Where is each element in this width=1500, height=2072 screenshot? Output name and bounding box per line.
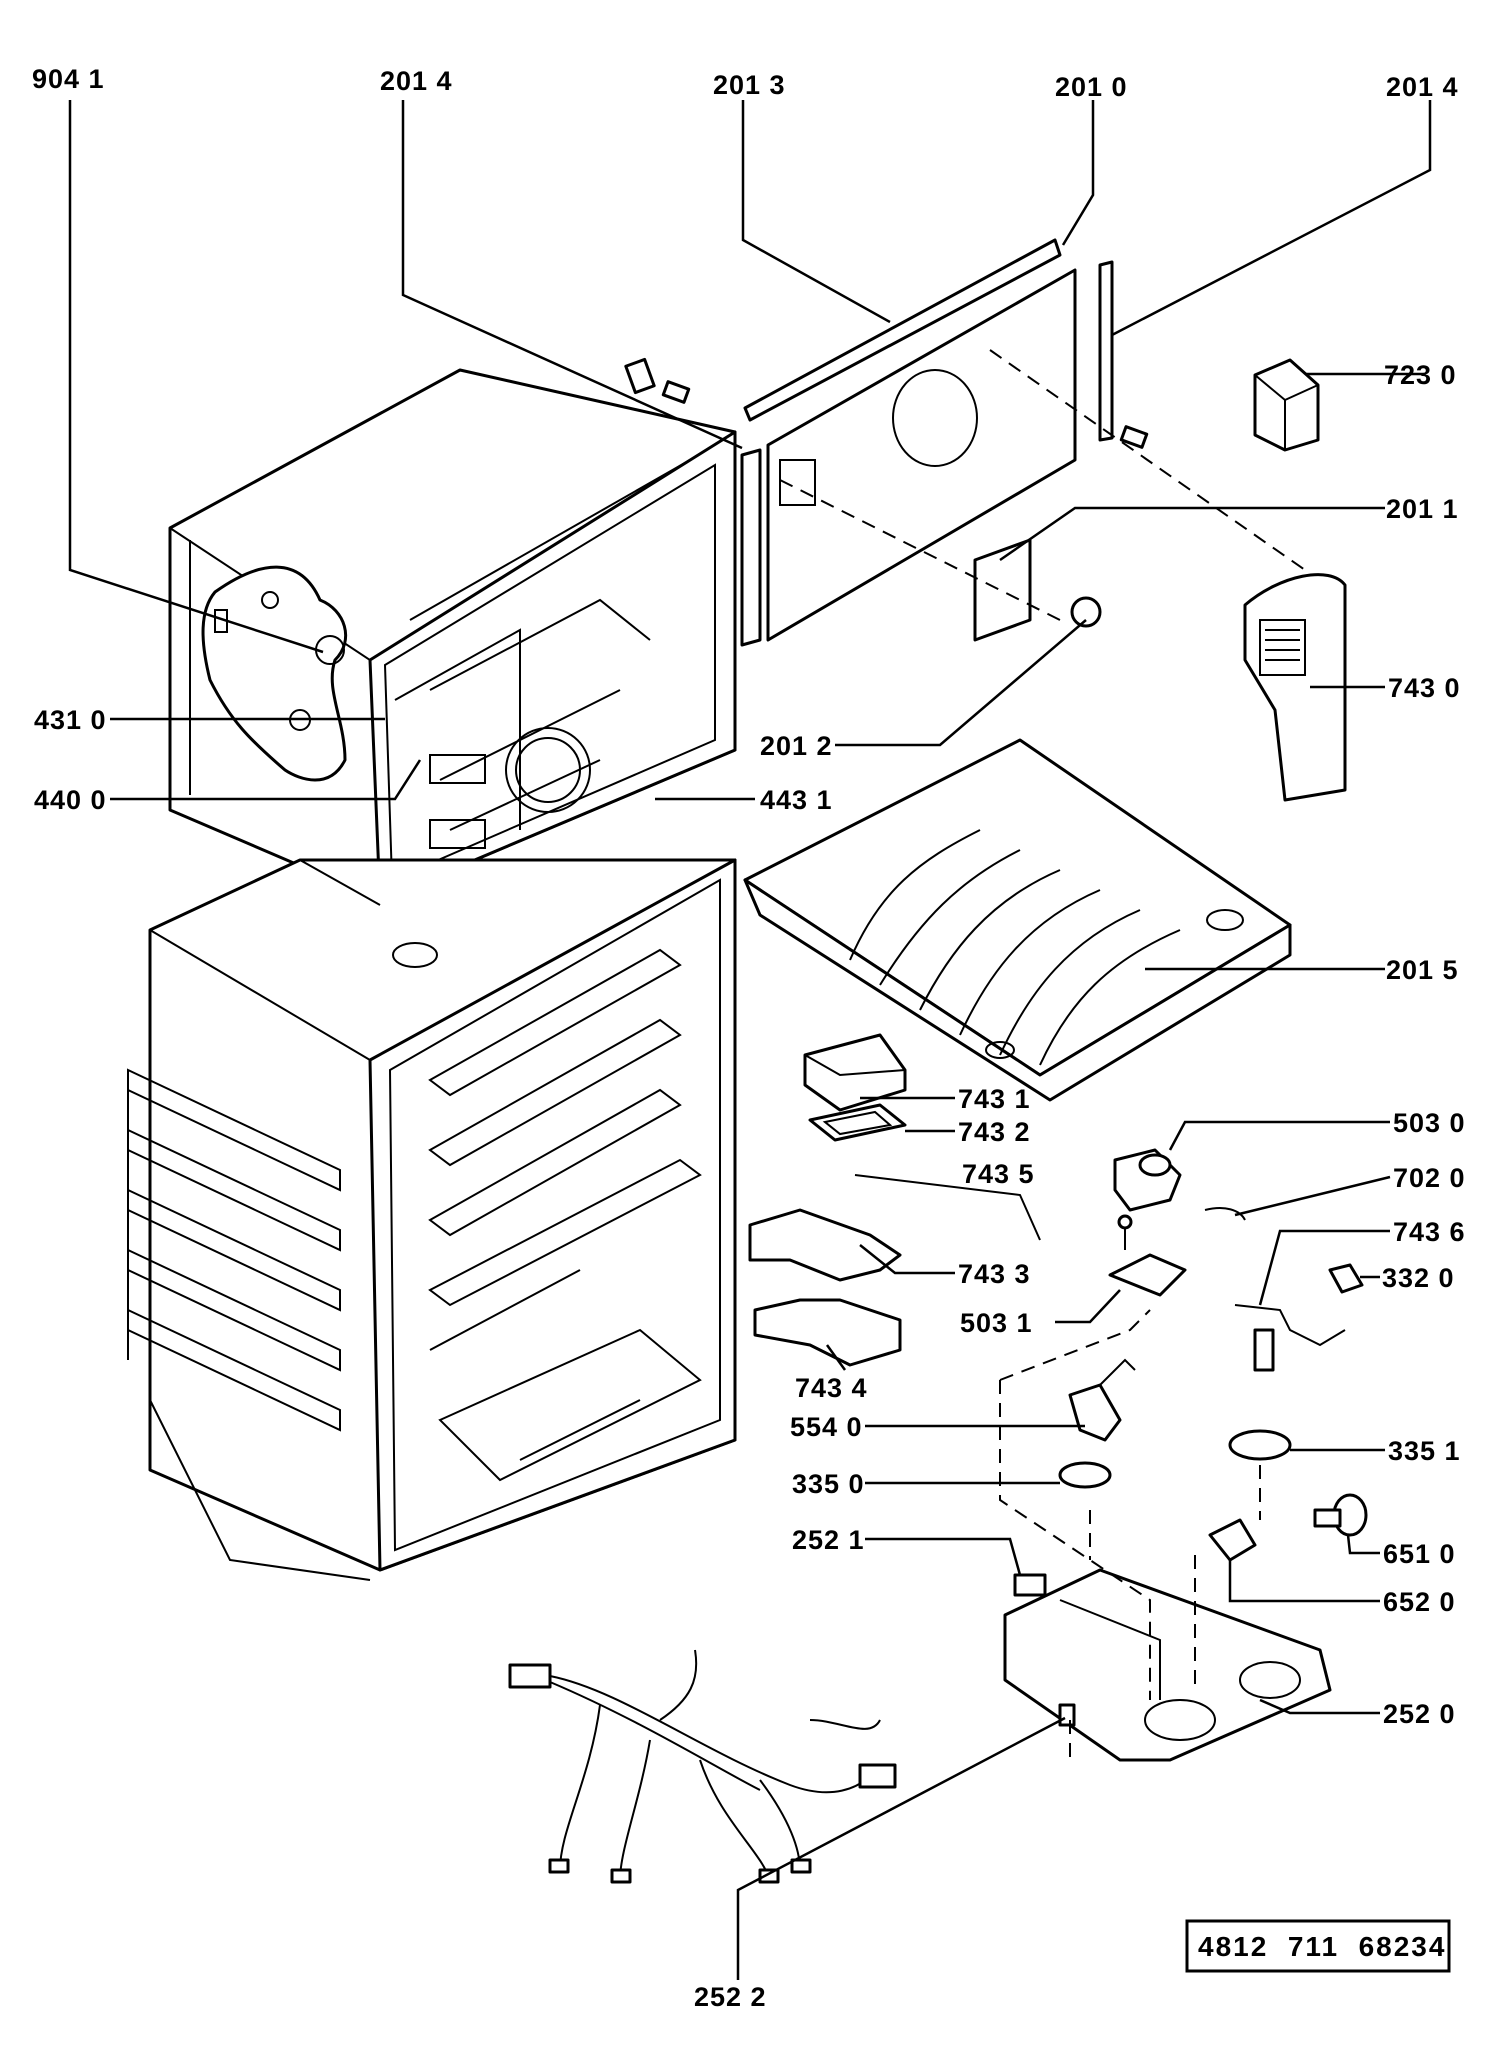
wiring-harness <box>508 1649 1076 1884</box>
part-723-0 <box>1253 358 1320 452</box>
label-4400: 440 0 <box>34 785 107 815</box>
label-6520: 652 0 <box>1383 1587 1456 1617</box>
lamp-socket-parts <box>1058 1358 1292 1489</box>
label-2010: 201 0 <box>1055 72 1128 102</box>
label-5540: 554 0 <box>790 1412 863 1442</box>
callout-labels: 904 1 201 4 201 3 201 0 201 4 723 0 201 … <box>32 64 1466 2012</box>
label-2522: 252 2 <box>694 1982 767 2012</box>
label-7436: 743 6 <box>1393 1217 1466 1247</box>
heater-plate <box>201 565 348 782</box>
label-2012: 201 2 <box>760 731 833 761</box>
assembly-lines <box>779 349 1306 1760</box>
label-6510: 651 0 <box>1383 1539 1456 1569</box>
label-5030: 503 0 <box>1393 1108 1466 1138</box>
leader-lines <box>68 100 1432 1980</box>
thermostat-knob-parts <box>1108 1148 1246 1297</box>
label-4310: 431 0 <box>34 705 107 735</box>
label-7431: 743 1 <box>958 1084 1031 1114</box>
label-7434: 743 4 <box>795 1373 868 1403</box>
label-3350: 335 0 <box>792 1469 865 1499</box>
label-7433: 743 3 <box>958 1259 1031 1289</box>
document-code: 4812 711 68234 <box>1198 1931 1446 1962</box>
label-7432: 743 2 <box>958 1117 1031 1147</box>
label-2013: 201 3 <box>713 70 786 100</box>
label-7230: 723 0 <box>1384 360 1457 390</box>
label-4431: 443 1 <box>760 785 833 815</box>
label-7430: 743 0 <box>1388 673 1461 703</box>
lamp-housing <box>1003 1568 1332 1762</box>
crisper-cover-shelf <box>743 738 1292 1102</box>
label-2015: 201 5 <box>1386 955 1459 985</box>
label-3351: 335 1 <box>1388 1436 1461 1466</box>
document-code-box: 4812 711 68234 <box>1185 1919 1451 1973</box>
fridge-cabinet <box>127 858 737 1581</box>
lamp-cover <box>1243 573 1347 802</box>
lamp-bulb-parts <box>1208 1493 1368 1562</box>
label-3320: 332 0 <box>1382 1263 1455 1293</box>
label-2520: 252 0 <box>1383 1699 1456 1729</box>
label-2014-right: 201 4 <box>1386 72 1459 102</box>
label-2521: 252 1 <box>792 1525 865 1555</box>
label-9041: 904 1 <box>32 64 105 94</box>
label-2011: 201 1 <box>1386 494 1459 524</box>
thermostat-housing-parts <box>748 1033 1041 1367</box>
label-2014-left: 201 4 <box>380 66 453 96</box>
label-7020: 702 0 <box>1393 1163 1466 1193</box>
back-panel-assembly <box>624 238 1149 647</box>
switch-parts <box>1234 1263 1364 1372</box>
label-5031: 503 1 <box>960 1308 1033 1338</box>
label-7435: 743 5 <box>962 1159 1035 1189</box>
